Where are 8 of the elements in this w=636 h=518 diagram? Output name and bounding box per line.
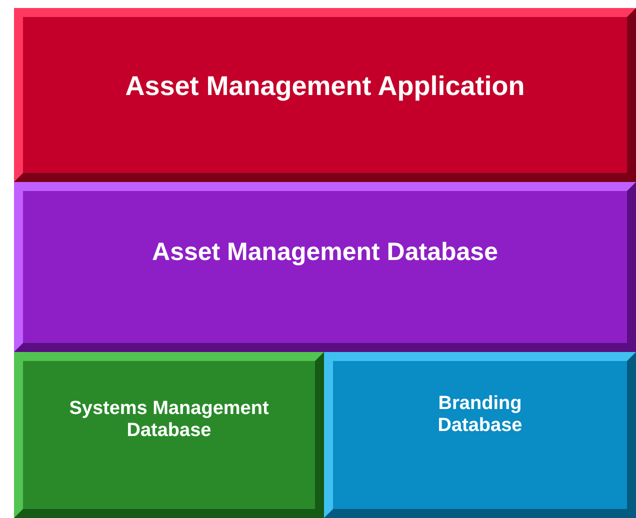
layer-label: Branding Database [436, 393, 524, 437]
layer-box [14, 182, 636, 352]
layer-box [14, 352, 324, 518]
layer-box [14, 8, 636, 182]
layer-label: Systems Management Database [68, 398, 270, 442]
layer-label: Asset Management Database [152, 238, 498, 266]
layer-box [324, 352, 636, 518]
layer-label: Asset Management Application [125, 70, 525, 102]
